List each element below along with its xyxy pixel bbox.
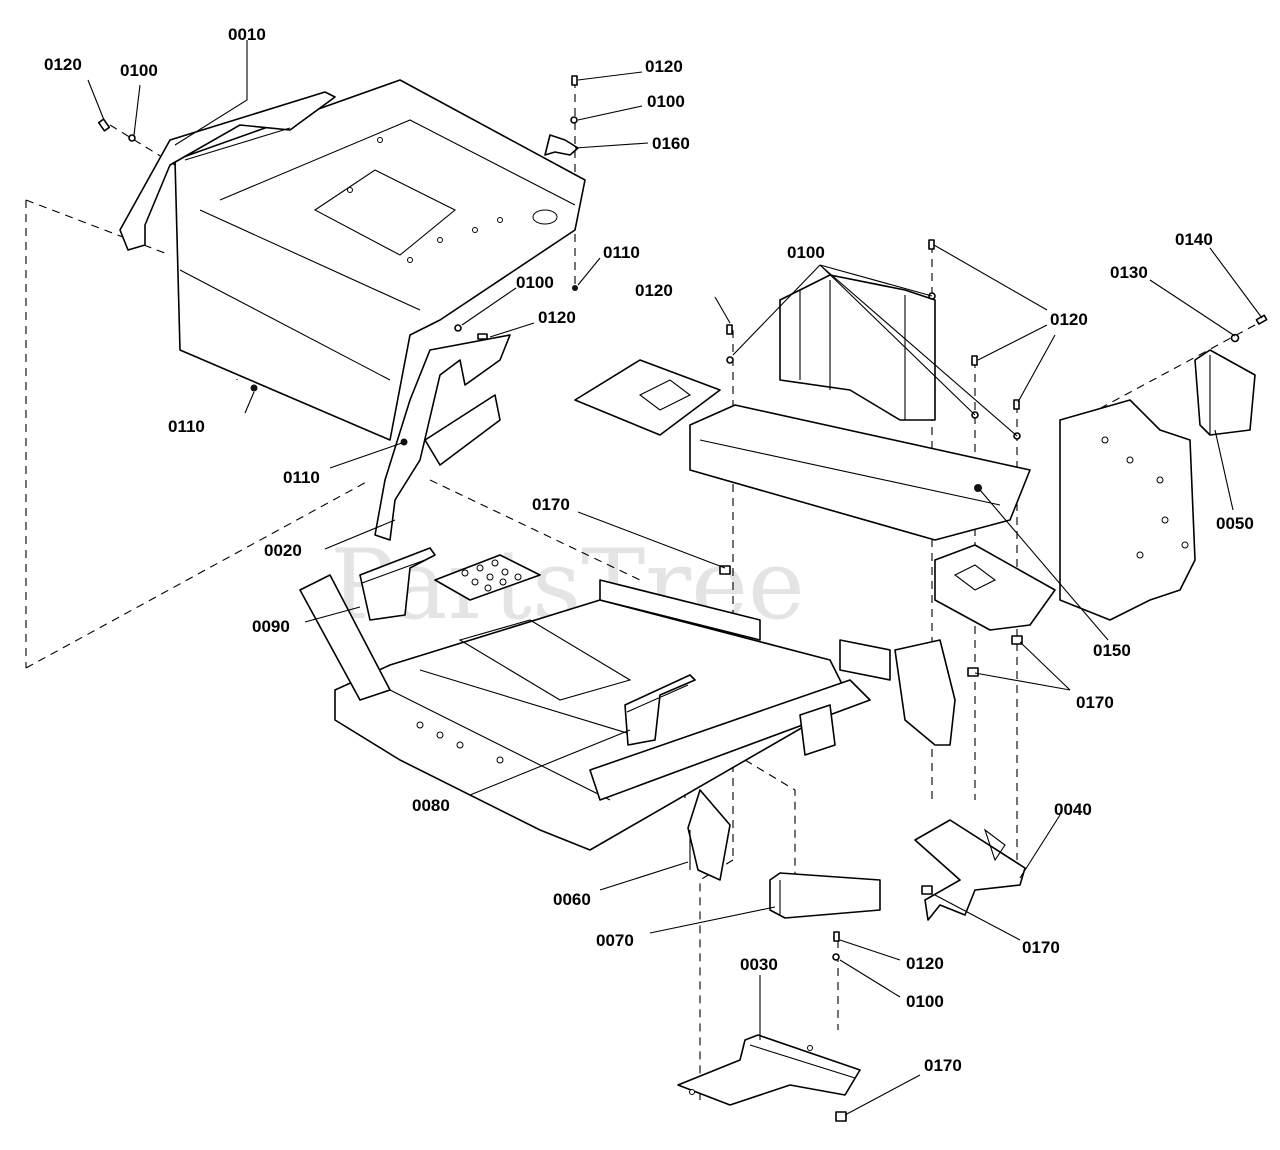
clip-0170-c xyxy=(967,667,979,677)
callout-0140: 0140 xyxy=(1175,230,1213,249)
clip-0170-a xyxy=(719,565,731,575)
callout-0100: 0100 xyxy=(516,273,554,292)
callout-0100: 0100 xyxy=(787,243,825,262)
callout-0120: 0120 xyxy=(1050,310,1088,329)
callout-0120: 0120 xyxy=(44,55,82,74)
part-0160-bracket xyxy=(544,134,579,156)
clip-0170-d xyxy=(921,885,933,895)
callout-0110: 0110 xyxy=(603,243,640,262)
callout-0060: 0060 xyxy=(553,890,591,909)
part-0040-plate xyxy=(914,819,1026,921)
callout-0100: 0100 xyxy=(120,61,158,80)
fasteners xyxy=(97,75,1268,1122)
clip-0170-b xyxy=(1011,635,1023,645)
bolt-0120-h xyxy=(833,931,840,942)
callout-0050: 0050 xyxy=(1216,514,1254,533)
washer-0130 xyxy=(1230,333,1240,343)
callout-0170: 0170 xyxy=(1076,693,1114,712)
callout-0160: 0160 xyxy=(652,134,690,153)
callout-0170: 0170 xyxy=(1022,938,1060,957)
callout-0170: 0170 xyxy=(924,1056,962,1075)
bolt-0120-c xyxy=(477,333,488,340)
callout-0130: 0130 xyxy=(1110,263,1148,282)
callout-0120: 0120 xyxy=(538,308,576,327)
callout-0120: 0120 xyxy=(645,57,683,76)
part-0090-bracket xyxy=(359,547,436,621)
part-0080-bracket xyxy=(624,674,696,746)
bolt-0120-d xyxy=(726,324,733,335)
bolt-0140 xyxy=(1255,314,1268,325)
part-0020-bracket xyxy=(374,334,511,541)
part-0070-bracket xyxy=(769,872,881,919)
callout-0020: 0020 xyxy=(264,541,302,560)
callout-0170: 0170 xyxy=(532,495,570,514)
callout-0110: 0110 xyxy=(283,468,320,487)
part-0060-bracket xyxy=(687,789,731,881)
nut-0110-a xyxy=(572,285,578,291)
callout-0070: 0070 xyxy=(596,931,634,950)
clip-0170-e xyxy=(835,1111,847,1122)
bolt-0120-a xyxy=(97,118,111,132)
washer-0100-a xyxy=(128,134,136,142)
nut-0110-c xyxy=(400,438,408,446)
callout-0150: 0150 xyxy=(1093,641,1131,660)
bolt-0120-g xyxy=(1013,399,1020,410)
callout-0090: 0090 xyxy=(252,617,290,636)
part-0030-plate xyxy=(677,1034,861,1106)
washer-0100-b xyxy=(570,116,578,124)
washer-0100-h xyxy=(832,953,840,961)
bolt-0120-e xyxy=(928,239,935,250)
nut-0110-b xyxy=(250,384,258,392)
callout-0120: 0120 xyxy=(906,954,944,973)
part-0050-shield xyxy=(1194,349,1256,436)
main-frame-assembly xyxy=(299,274,1196,851)
callout-0120: 0120 xyxy=(635,281,673,300)
callout-0110: 0110 xyxy=(168,417,205,436)
part-0010-console-panel xyxy=(174,79,586,441)
callout-0100: 0100 xyxy=(906,992,944,1011)
bolt-0120-f xyxy=(971,355,978,366)
bolt-0120-b xyxy=(571,75,578,86)
part-0010-bracket xyxy=(119,91,336,251)
callout-0010: 0010 xyxy=(228,25,266,44)
washer-0100-c xyxy=(454,324,462,332)
callout-labels: 0010 0120 0100 0120 0100 0160 0110 0100 … xyxy=(44,25,1254,1075)
callout-0100: 0100 xyxy=(647,92,685,111)
callout-0080: 0080 xyxy=(412,796,450,815)
callout-0030: 0030 xyxy=(740,955,778,974)
washer-0100-d xyxy=(726,356,734,364)
leader-lines xyxy=(87,40,1263,1116)
callout-0040: 0040 xyxy=(1054,800,1092,819)
